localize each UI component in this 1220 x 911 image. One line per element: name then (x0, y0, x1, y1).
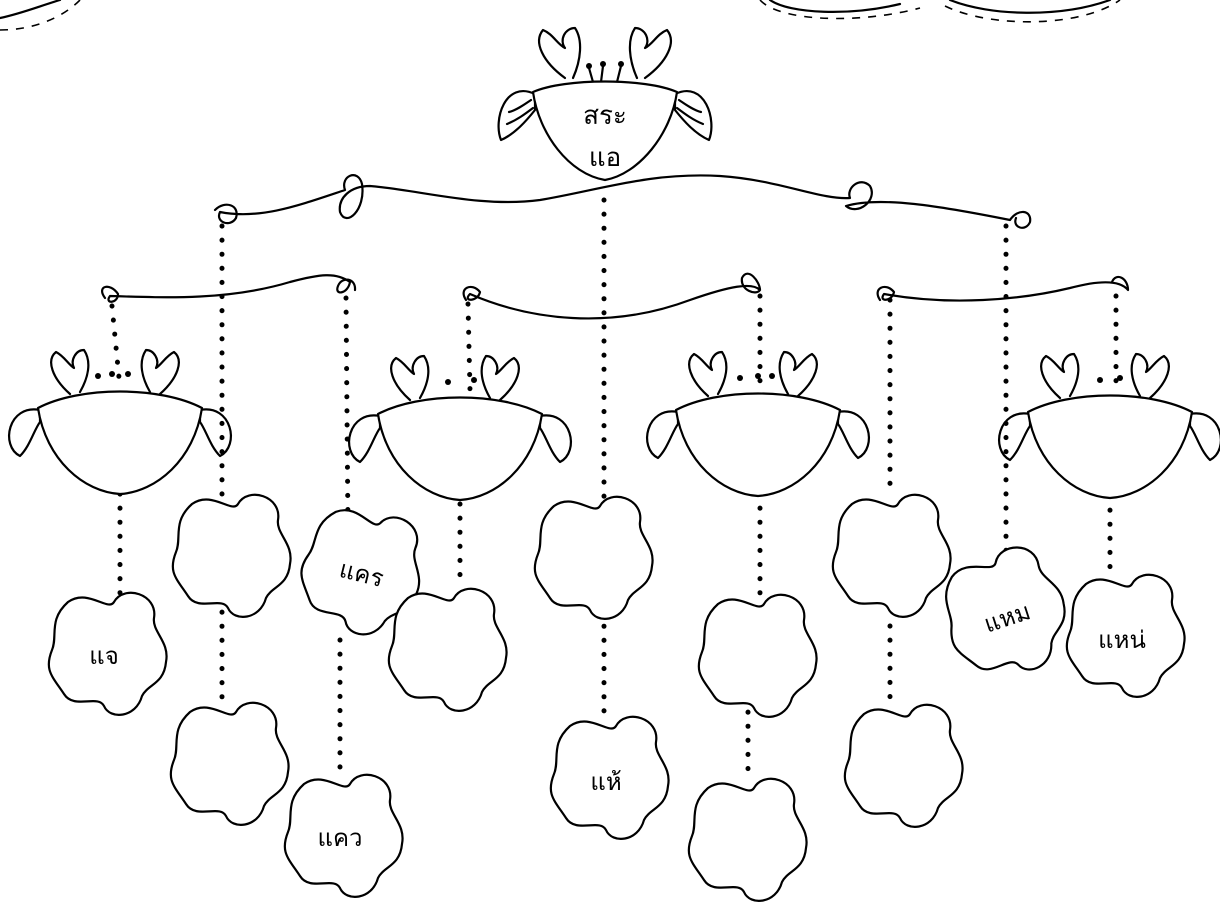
top-border-decoration (0, 0, 1121, 31)
crab-left (8, 348, 232, 496)
heading-text-top: สระ (583, 101, 627, 131)
hanging-strings (109, 197, 1119, 783)
word-card: แคว (283, 773, 404, 898)
top-crab: สระ แอ (497, 26, 713, 182)
word-card (831, 493, 952, 618)
crab-center-left (348, 354, 572, 502)
word-card (697, 593, 818, 718)
sub-hanger-bars (101, 272, 1130, 320)
word-card-text: แจ (89, 642, 119, 670)
word-card-text: แคว (318, 824, 363, 852)
word-card (843, 703, 964, 828)
word-card (387, 587, 508, 712)
word-card (169, 701, 290, 826)
heading-text-bottom: แอ (589, 143, 621, 173)
word-card: แห้ (549, 715, 670, 840)
word-card (533, 495, 654, 620)
main-hanger-bar (213, 174, 1032, 229)
word-card: แหม (929, 536, 1082, 692)
word-card: แจ (47, 591, 168, 716)
crab-right (998, 352, 1220, 500)
word-card-text: แหน่ (1098, 626, 1146, 654)
word-card-text: แห้ (590, 768, 621, 796)
crab-center-right (646, 350, 870, 498)
word-card: แหน่ (1065, 573, 1186, 698)
word-card (171, 493, 292, 618)
word-card (687, 777, 808, 902)
word-card: แคร (288, 497, 435, 647)
